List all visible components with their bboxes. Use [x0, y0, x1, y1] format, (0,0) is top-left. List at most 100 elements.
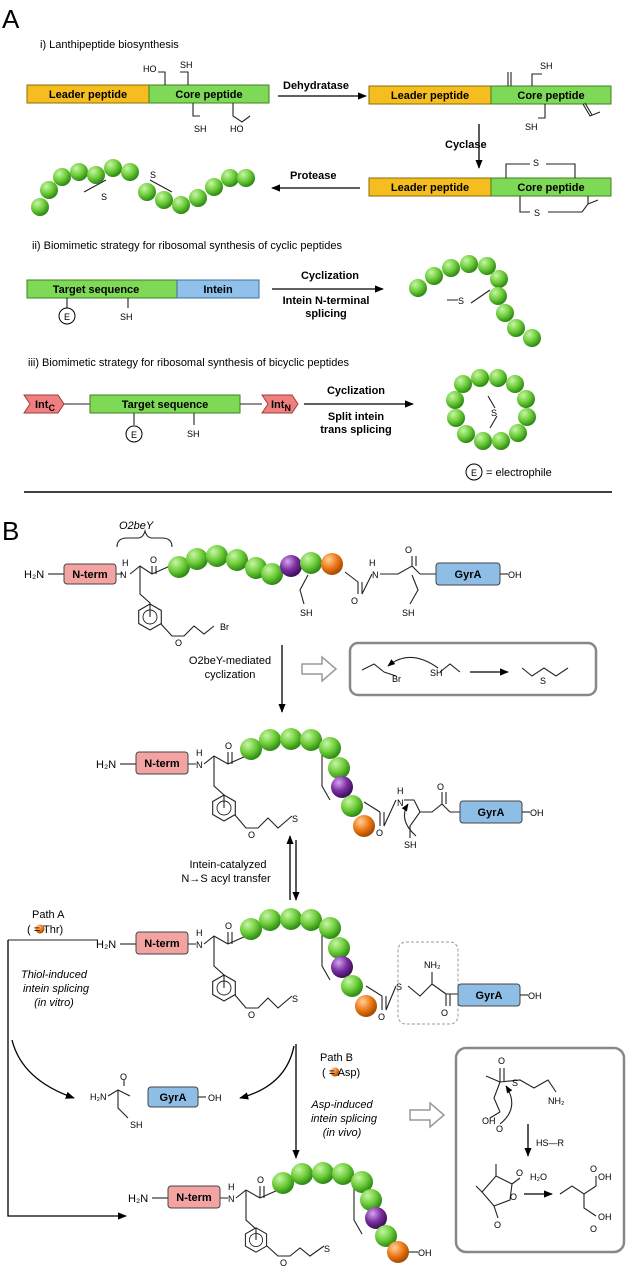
cyclic-peptide-final-product: H₂N N-term H N O O S OH [128, 1162, 432, 1268]
bead-chain [31, 159, 255, 216]
path-b-description: Asp-induced [310, 1099, 373, 1111]
o-label: O [437, 782, 444, 792]
hs-label: SH [430, 668, 443, 678]
o-label: O [405, 545, 412, 555]
bead-green [490, 270, 508, 288]
bead-purple [331, 956, 353, 978]
split-intein-label: Split intein [328, 411, 385, 423]
bead-chain [240, 908, 377, 1017]
o-label: O [590, 1224, 597, 1234]
bead-green [492, 432, 510, 450]
intein-label: Intein [203, 284, 233, 296]
bead-green [226, 549, 248, 571]
s-label: S [512, 1078, 518, 1088]
bead-green [341, 795, 363, 817]
o-label: O [516, 1168, 523, 1178]
path-a-description: Thiol-induced [21, 969, 88, 981]
bead-green [446, 391, 464, 409]
o-label: O [257, 1175, 264, 1185]
sh-label: SH [187, 429, 200, 439]
n-label: N [397, 798, 404, 808]
step1-label: O2beY-mediated [189, 655, 271, 667]
s-label: S [533, 158, 539, 168]
trans-splicing-label: trans splicing [320, 424, 392, 436]
path-a-description-2: intein splicing [23, 983, 90, 995]
bead-green [186, 548, 208, 570]
o-label: O [150, 555, 157, 565]
int-n-label: IntN [271, 399, 291, 413]
int-c-label: IntC [35, 399, 55, 413]
br-label: Br [392, 674, 401, 684]
s-label: S [540, 676, 546, 686]
thr-bead-icon [35, 924, 45, 934]
bead-green [138, 183, 156, 201]
o2bey-label: O2beY [119, 520, 154, 532]
bead-green [237, 169, 255, 187]
n-label: N [120, 570, 127, 580]
o-label: O [376, 828, 383, 838]
bead-green [155, 191, 173, 209]
oh-label: OH [528, 991, 542, 1001]
s-label: S [101, 192, 107, 202]
core-peptide-bar [148, 84, 270, 104]
s-label: S [324, 1244, 330, 1254]
ho-label: HO [143, 64, 157, 74]
bead-green [40, 181, 58, 199]
n-label: N [196, 940, 203, 950]
sn2-mechanism-box: Br SH S [348, 641, 598, 697]
o-label: O [248, 830, 255, 840]
bead-green [478, 257, 496, 275]
o-label: O [175, 638, 182, 648]
path-b-branch-arrow [239, 1045, 295, 1100]
mechanism-callout-arrow [409, 1101, 446, 1129]
s-label: S [292, 814, 298, 824]
o-label: O [120, 1072, 127, 1082]
bead-green [53, 168, 71, 186]
target-sequence-label: Target sequence [122, 399, 209, 411]
core-peptide-label: Core peptide [517, 182, 584, 194]
sh-label: SH [300, 608, 313, 618]
bead-orange [355, 995, 377, 1017]
path-a-main-arrow [7, 940, 127, 1220]
leader-peptide-label: Leader peptide [49, 89, 127, 101]
bead-green [280, 728, 302, 750]
n-term-box [167, 1185, 221, 1209]
bead-green [87, 166, 105, 184]
s-label: S [458, 296, 464, 306]
asp-bead-icon [330, 1067, 340, 1077]
splicing-label: splicing [305, 308, 347, 320]
cyclase-label: Cyclase [445, 139, 487, 151]
bead-green [300, 552, 322, 574]
oh-label: OH [598, 1212, 612, 1222]
e-label: E [131, 430, 137, 440]
bead-green [70, 163, 88, 181]
bead-green [457, 425, 475, 443]
step2-label: Intein-catalyzed [189, 859, 266, 871]
path-b-description-2: intein splicing [311, 1113, 378, 1125]
o-label: O [225, 741, 232, 751]
dehydrated-peptide: Leader peptide Core peptide SH SH [368, 61, 612, 132]
bead-green [496, 304, 514, 322]
h-label: H [369, 558, 376, 568]
bicyclic-precursor: IntC Target sequence IntN E SH [23, 394, 299, 443]
ho-label: HO [230, 124, 244, 134]
step1-label-2: cyclization [205, 669, 256, 681]
oh-label: OH [482, 1116, 496, 1126]
s-label: S [150, 170, 156, 180]
bead-green [454, 375, 472, 393]
bead-green [523, 329, 541, 347]
n-term-box [135, 931, 189, 955]
path-b-definition: ( = Asp) [322, 1067, 360, 1079]
path-a-definition: ( = Thr) [27, 924, 63, 936]
s-label: S [491, 408, 497, 418]
protease-label: Protease [290, 170, 336, 182]
bead-green [291, 1163, 313, 1185]
core-peptide-label: Core peptide [517, 90, 584, 102]
electrophile-legend-label: = electrophile [486, 467, 552, 479]
bead-green [328, 757, 350, 779]
h2n-label: H₂N [96, 939, 116, 951]
o-label: O [494, 1220, 501, 1230]
path-a-label: Path A [32, 909, 65, 921]
bead-green [507, 319, 525, 337]
